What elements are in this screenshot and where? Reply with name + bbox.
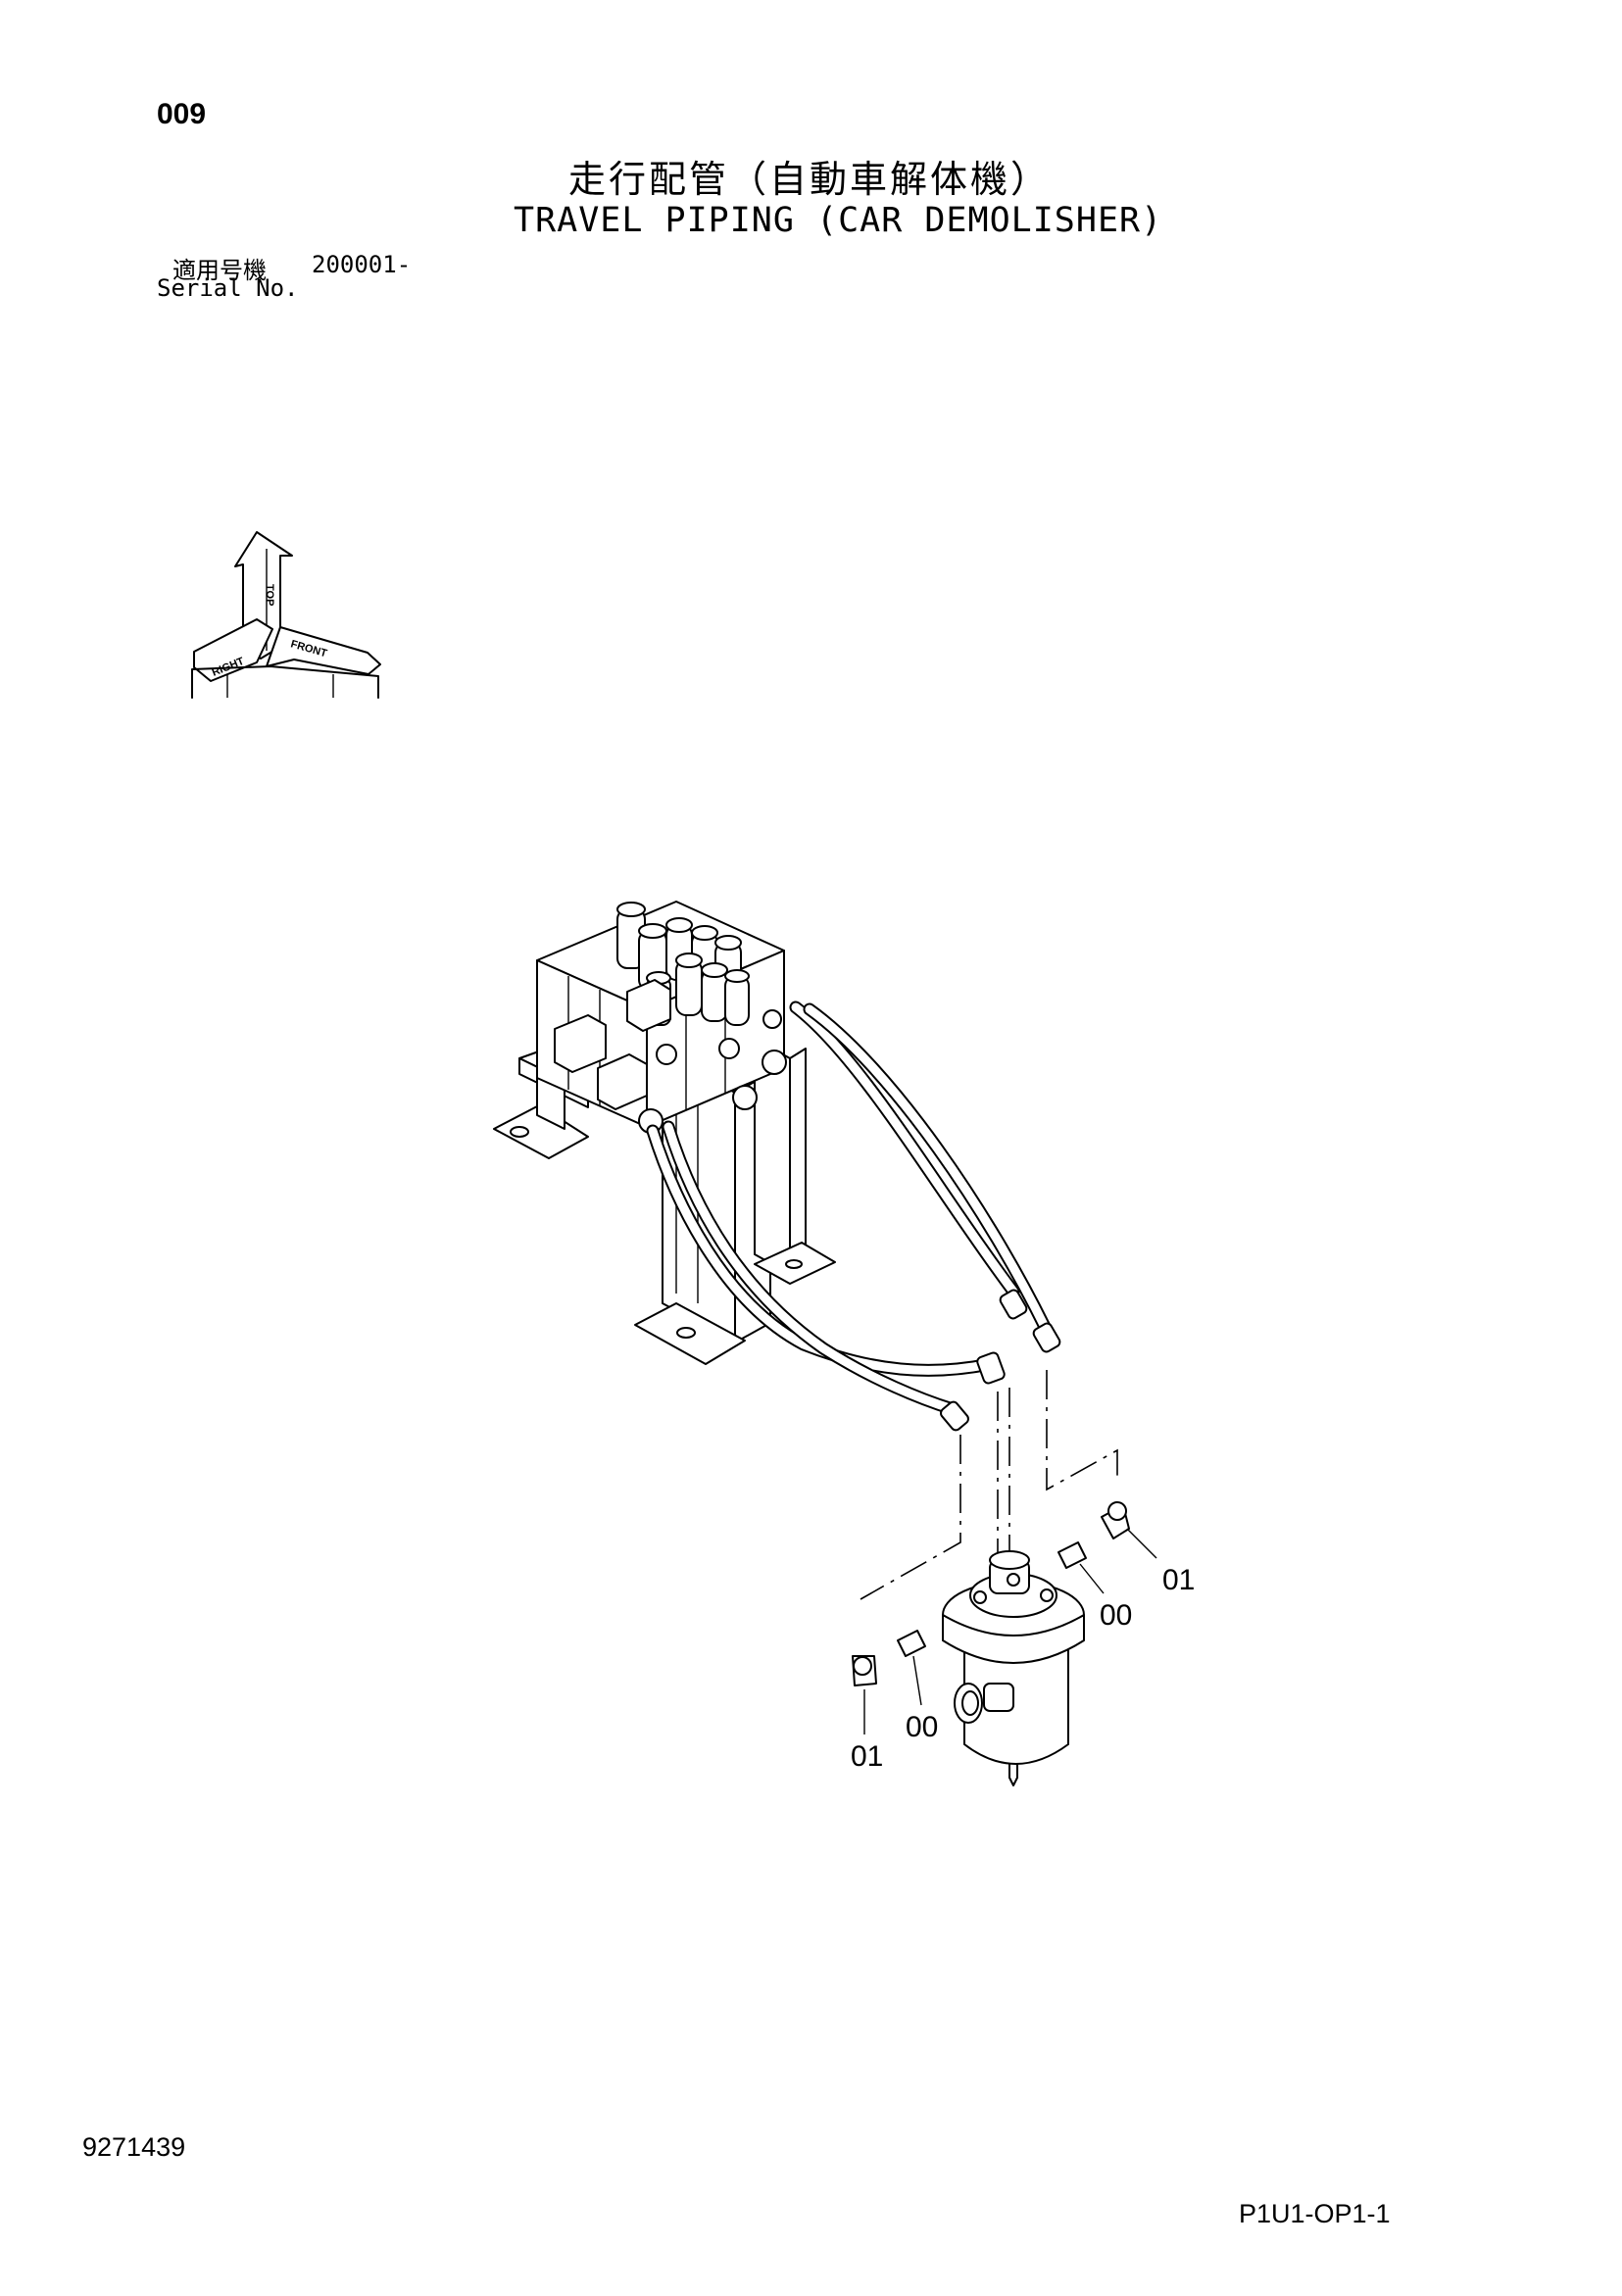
page-code: P1U1-OP1-1 <box>1239 2199 1391 2228</box>
adapter-fitting-left <box>897 1630 926 1657</box>
mounting-foot <box>634 1302 746 1365</box>
callout-part-00-left: 00 <box>906 1711 939 1743</box>
callout-part-01-left: 01 <box>851 1740 884 1773</box>
orientation-indicator: TOP RIGHT FRONT <box>191 531 381 699</box>
document-number: 9271439 <box>82 2132 186 2162</box>
phantom-lines <box>860 1370 1118 1600</box>
travel-hoses <box>646 1001 1061 1432</box>
solenoid-block <box>554 1014 607 1073</box>
callout-part-00-right: 00 <box>1100 1599 1133 1632</box>
page-number: 009 <box>157 98 207 130</box>
swivel-body <box>963 1645 1069 1765</box>
serial-label-japanese: 適用号機 <box>172 257 267 284</box>
page-title-english: TRAVEL PIPING (CAR DEMOLISHER) <box>514 201 1163 240</box>
page-title-japanese: 走行配管（自動車解体機） <box>568 158 1052 201</box>
serial-number-value: 200001- <box>312 251 412 278</box>
serial-label-english: Serial No. <box>157 274 299 302</box>
center-swivel-joint <box>942 1550 1085 1786</box>
fittings <box>852 1501 1157 1734</box>
callout-part-01-right: 01 <box>1162 1564 1196 1596</box>
orientation-top-label: TOP <box>264 584 275 606</box>
right-arrow-icon <box>193 618 273 682</box>
adapter-fitting-right <box>1057 1541 1087 1569</box>
